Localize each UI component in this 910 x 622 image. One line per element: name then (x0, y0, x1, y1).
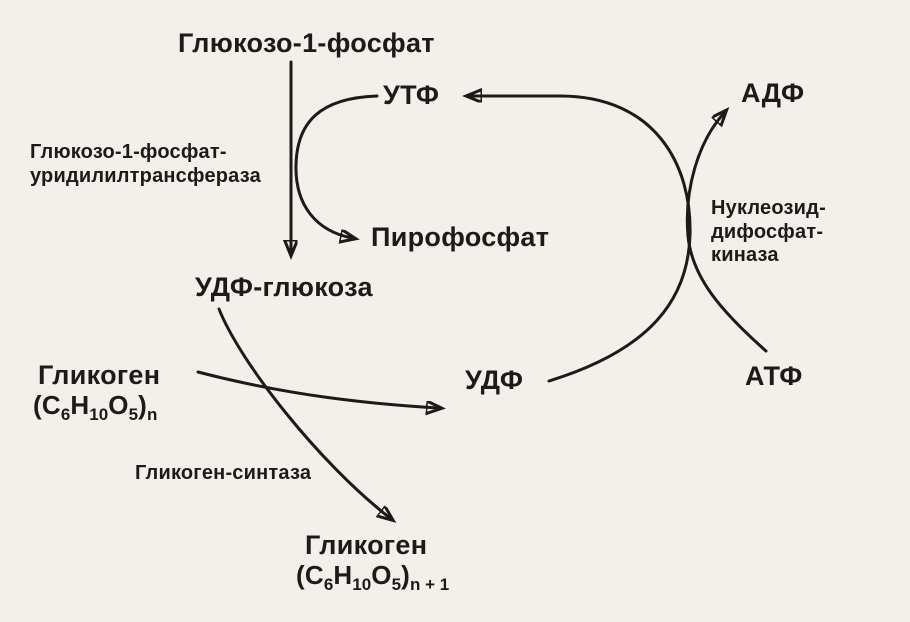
formula-close: ) (401, 560, 410, 590)
enzyme-uridylyltransferase-line2: уридилилтрансфераза (30, 164, 261, 187)
label-atp: АТФ (745, 361, 803, 391)
formula-n-sub: n (146, 405, 158, 425)
formula-o: O (108, 390, 129, 420)
label-glucose-1-phosphate: Глюкозо-1-фосфат (178, 28, 435, 58)
label-utp: УТФ (383, 80, 440, 110)
label-adp: АДФ (741, 78, 805, 108)
label-pyrophosphate: Пирофосфат (371, 222, 550, 252)
label-glycogen-n1-title: Гликоген (305, 530, 428, 560)
formula-n-sub: n + 1 (409, 575, 450, 595)
formula-o-sub: 5 (128, 405, 139, 425)
arrow-atp-to-adp (685, 113, 768, 353)
formula-c-sub: 6 (60, 405, 71, 425)
formula-h: H (333, 560, 353, 590)
enzyme-uridylyltransferase-line1: Глюкозо-1-фосфат- (30, 141, 227, 163)
enzyme-ndp-kinase-line1: Нуклеозид- (711, 197, 826, 219)
glycogen-n1-formula: (C6H10O5)n + 1 (296, 560, 450, 595)
label-udp-glucose: УДФ-глюкоза (195, 272, 373, 302)
glycogen-n-formula: (C6H10O5)n (33, 390, 158, 425)
formula-o-sub: 5 (391, 575, 402, 595)
formula-open: (C (33, 390, 61, 420)
label-udp: УДФ (465, 365, 524, 395)
formula-close: ) (138, 390, 147, 420)
arrow-udp-to-utp (470, 96, 692, 383)
formula-c-sub: 6 (323, 575, 334, 595)
enzyme-uridylyltransferase: Глюкозо-1-фосфат- уридилилтрансфераза (30, 141, 261, 188)
formula-h: H (70, 390, 90, 420)
formula-open: (C (296, 560, 324, 590)
enzyme-ndp-kinase-line3: киназа (711, 244, 779, 267)
formula-h-sub: 10 (352, 575, 372, 595)
arrow-udp-glucose-to-glycogen-n1 (217, 307, 390, 518)
label-glycogen-n-title: Гликоген (38, 360, 161, 390)
arrow-glycogen-n-to-udp (196, 370, 438, 408)
enzyme-ndp-kinase-line2: дифосфат- (711, 220, 824, 243)
enzyme-ndp-kinase: Нуклеозид- дифосфат- киназа (711, 197, 826, 268)
enzyme-glycogen-synthase: Гликоген-синтаза (135, 462, 312, 484)
formula-h-sub: 10 (89, 405, 109, 425)
arrow-utp-to-pyrophosphate (294, 94, 379, 238)
formula-o: O (371, 560, 392, 590)
